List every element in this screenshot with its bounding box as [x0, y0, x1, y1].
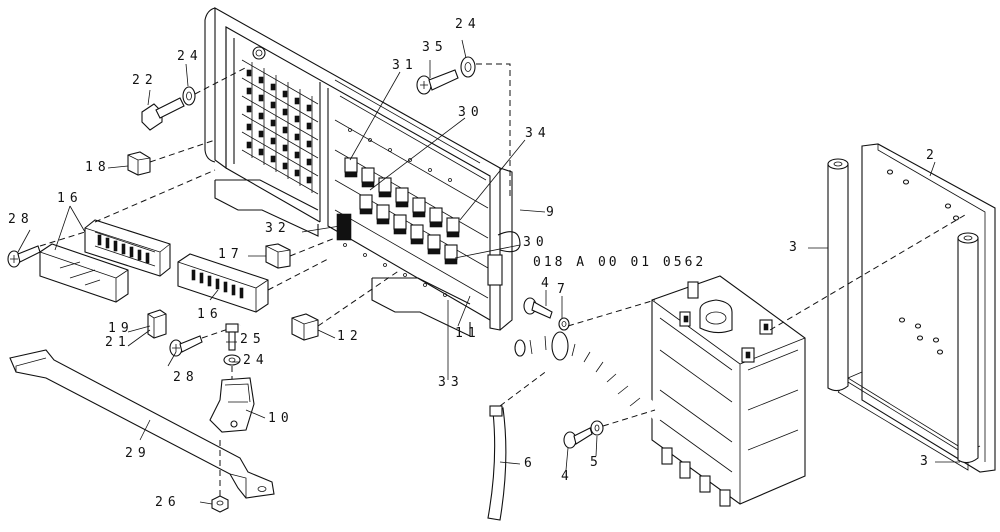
callout-10: 10	[268, 411, 294, 426]
wire-harness	[514, 331, 665, 424]
callout-35: 35	[422, 40, 448, 55]
callout-16-upper: 16	[57, 191, 83, 206]
support-bar-29	[9, 349, 275, 499]
drawing-code: 018 A 00 01 0562	[533, 255, 707, 270]
callout-5: 5	[590, 455, 603, 470]
bracket-10	[209, 377, 255, 433]
relay-block-area	[334, 119, 521, 299]
rod-3-left	[827, 158, 849, 392]
callout-7: 7	[557, 282, 570, 297]
part-18-holder	[127, 151, 151, 176]
fuse-panel-frame	[204, 7, 513, 331]
callout-30-lower: 30	[523, 235, 549, 250]
callout-28-lower: 28	[173, 370, 199, 385]
washer-24-top-left	[182, 86, 196, 106]
callout-24-top-left: 24	[177, 49, 203, 64]
connector-16-upper	[84, 219, 171, 277]
callout-32: 32	[265, 221, 291, 236]
callout-16-lower: 16	[197, 307, 223, 322]
nut-26	[211, 495, 229, 513]
bolt-22	[141, 97, 185, 131]
part-12-holder	[291, 313, 319, 341]
callout-25: 25	[240, 332, 266, 347]
connector-16-lower	[177, 253, 269, 313]
washer-24-bracket	[223, 354, 241, 366]
callout-34: 34	[525, 126, 551, 141]
callout-3-upper: 3	[789, 240, 802, 255]
callout-31: 31	[392, 58, 418, 73]
callout-19: 19	[108, 321, 134, 336]
callout-2: 2	[926, 148, 939, 163]
callout-12: 12	[337, 329, 363, 344]
callout-4-upper: 4	[541, 276, 554, 291]
screw-28-lower	[169, 335, 203, 357]
control-module	[651, 275, 806, 507]
callout-29: 29	[125, 446, 151, 461]
callout-9: 9	[546, 205, 559, 220]
callout-6: 6	[524, 456, 537, 471]
callout-28-left: 28	[8, 212, 34, 227]
connector-cover-16	[39, 243, 129, 303]
callout-30-upper: 30	[458, 105, 484, 120]
callout-24-bracket: 24	[243, 353, 269, 368]
callout-3-lower: 3	[920, 454, 933, 469]
washer-24-top-right	[460, 56, 476, 78]
screw-35	[416, 69, 459, 95]
screw-28-left	[7, 245, 41, 268]
callout-21: 21	[105, 335, 131, 350]
callout-4-lower: 4	[561, 469, 574, 484]
callout-11: 11	[455, 326, 481, 341]
callout-33: 33	[438, 375, 464, 390]
washer-7	[558, 317, 570, 331]
callout-24-top-right: 24	[455, 17, 481, 32]
panel-feet	[214, 179, 471, 337]
part-17-holder	[265, 243, 291, 269]
screw-4-lower	[563, 427, 593, 449]
part-19-fuse	[147, 309, 167, 339]
callout-17: 17	[218, 247, 244, 262]
bolt-25	[225, 323, 239, 351]
rod-3-right	[957, 232, 979, 464]
screw-4-upper	[523, 297, 553, 319]
callout-18: 18	[85, 160, 111, 175]
washer-5	[590, 420, 604, 436]
cable-tie-6	[487, 405, 507, 521]
fuse-grid	[241, 59, 319, 195]
callout-22: 22	[132, 73, 158, 88]
leader-lines	[17, 39, 960, 505]
callout-26: 26	[155, 495, 181, 510]
